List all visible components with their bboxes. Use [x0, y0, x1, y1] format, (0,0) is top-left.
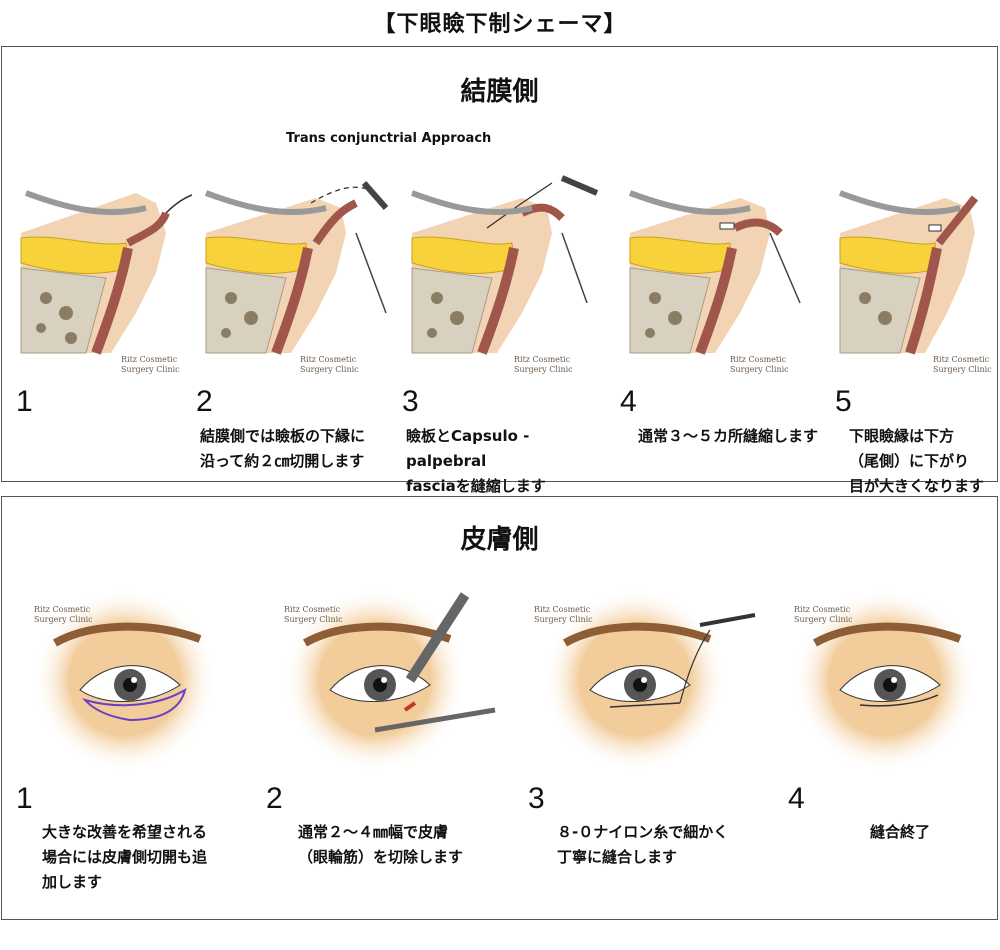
- skin-step-2: Ritz Cosmetic Surgery Clinic: [280, 585, 510, 785]
- watermark: Ritz Cosmetic Surgery Clinic: [534, 605, 593, 625]
- watermark-line2: Surgery Clinic: [730, 365, 789, 374]
- result-illustration: [838, 190, 979, 355]
- step-description: 下眼瞼縁は下方 （尾側）に下がり 目が大きくなります: [849, 427, 985, 495]
- conjunctival-step-2: Ritz Cosmetic Surgery Clinic 2 結膜側では瞼板の下…: [196, 173, 406, 473]
- step-number: 1: [16, 385, 33, 418]
- watermark-line2: Surgery Clinic: [933, 365, 992, 374]
- watermark-line2: Surgery Clinic: [284, 615, 343, 624]
- step-number: 4: [620, 385, 637, 418]
- watermark: Ritz Cosmetic Surgery Clinic: [514, 355, 573, 375]
- watermark-line2: Surgery Clinic: [300, 365, 359, 374]
- watermark-line1: Ritz Cosmetic: [794, 605, 851, 614]
- page-title: 【下眼瞼下制シェーマ】: [373, 12, 627, 37]
- watermark: Ritz Cosmetic Surgery Clinic: [284, 605, 343, 625]
- watermark-line1: Ritz Cosmetic: [514, 355, 571, 364]
- watermark-line1: Ritz Cosmetic: [933, 355, 990, 364]
- step-description: 結膜側では瞼板の下縁に 沿って約２㎝切開します: [200, 427, 366, 470]
- watermark-line1: Ritz Cosmetic: [300, 355, 357, 364]
- approach-label: Trans conjunctrial Approach: [286, 131, 492, 146]
- watermark-line2: Surgery Clinic: [534, 615, 593, 624]
- watermark-line1: Ritz Cosmetic: [121, 355, 178, 364]
- watermark: Ritz Cosmetic Surgery Clinic: [121, 355, 180, 375]
- watermark: Ritz Cosmetic Surgery Clinic: [933, 355, 992, 375]
- eyelid-cross-section-illustration: [20, 190, 193, 355]
- step-number: 2: [196, 385, 213, 418]
- skin-step-3: Ritz Cosmetic Surgery Clinic: [530, 585, 760, 785]
- conjunctival-side-panel: 結膜側 Trans conjunctrial Approach Ritz Cos…: [1, 46, 998, 495]
- watermark-line2: Surgery Clinic: [121, 365, 180, 374]
- watermark-line2: Surgery Clinic: [34, 615, 93, 624]
- skin-step-1: Ritz Cosmetic Surgery Clinic: [30, 585, 260, 915]
- eye-incision-illustration: [33, 588, 217, 772]
- incision-illustration: [204, 181, 389, 355]
- step-description: 通常２～４㎜幅で皮膚 （眼輪筋）を切除します: [298, 823, 464, 866]
- conjunctival-step-5: Ritz Cosmetic Surgery Clinic 5 下眼瞼縁は下方 （…: [835, 173, 997, 495]
- skin-excision-illustration: [283, 588, 496, 772]
- conjunctival-step-1: Ritz Cosmetic Surgery Clinic 1: [16, 173, 206, 418]
- watermark-line2: Surgery Clinic: [794, 615, 853, 624]
- conjunctival-step-4: Ritz Cosmetic Surgery Clinic 4 通常３～５カ所縫縮…: [620, 173, 835, 473]
- conjunctival-side-title: 結膜側: [460, 77, 539, 107]
- watermark: Ritz Cosmetic Surgery Clinic: [794, 605, 853, 625]
- skin-side-title: 皮膚側: [460, 525, 539, 555]
- suture-complete-illustration: [793, 588, 977, 772]
- step-description: 通常３～５カ所縫縮します: [638, 427, 819, 445]
- step-number: 3: [402, 385, 419, 418]
- step-number: 2: [266, 782, 283, 815]
- step-number: 3: [528, 782, 545, 815]
- conjunctival-step-3: Ritz Cosmetic Surgery Clinic 3 瞼板とCapsul…: [402, 173, 612, 495]
- step-description: 大きな改善を希望される 場合には皮膚側切開も追 加します: [42, 823, 208, 891]
- watermark-line1: Ritz Cosmetic: [34, 605, 91, 614]
- skin-side-panel: 皮膚側 Ritz Cosmetic Surgery Clinic 1 大きな改善…: [1, 496, 998, 920]
- step-number: 4: [788, 782, 805, 815]
- step-description: 瞼板とCapsulo - palpebral fasciaを縫縮します: [406, 427, 546, 495]
- watermark-line1: Ritz Cosmetic: [534, 605, 591, 614]
- step-number: 5: [835, 385, 852, 418]
- skin-suture-illustration: [543, 588, 756, 772]
- watermark: Ritz Cosmetic Surgery Clinic: [300, 355, 359, 375]
- watermark-line1: Ritz Cosmetic: [284, 605, 341, 614]
- suture-illustration: [410, 175, 599, 355]
- skin-step-4: Ritz Cosmetic Surgery Clinic: [790, 585, 990, 785]
- multiple-sutures-illustration: [628, 190, 801, 355]
- watermark: Ritz Cosmetic Surgery Clinic: [730, 355, 789, 375]
- step-number: 1: [16, 782, 33, 815]
- watermark-line1: Ritz Cosmetic: [730, 355, 787, 364]
- step-description: ８-０ナイロン糸で細かく 丁寧に縫合します: [557, 823, 729, 866]
- watermark-line2: Surgery Clinic: [514, 365, 573, 374]
- watermark: Ritz Cosmetic Surgery Clinic: [34, 605, 93, 625]
- step-description: 縫合終了: [870, 823, 931, 841]
